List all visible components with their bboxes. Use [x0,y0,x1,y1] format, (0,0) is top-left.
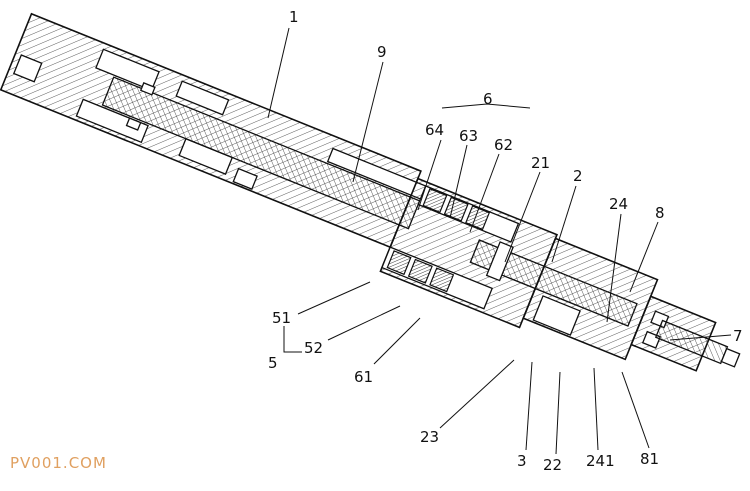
label-63: 63 [459,127,478,145]
leader-21 [504,171,541,263]
cavity-top-1 [95,48,160,92]
leader-63 [449,144,468,219]
bracket-6 [441,103,531,109]
bearing-52 [407,258,433,284]
label-2: 2 [573,167,583,185]
leader-23 [439,359,515,429]
leader-22 [555,371,561,455]
label-81: 81 [640,450,659,468]
leader-3 [525,361,533,451]
insert-c [232,167,258,190]
bearing-64 [422,188,448,214]
label-8: 8 [655,204,665,222]
label-22: 22 [543,456,562,474]
assembly [0,12,741,372]
label-23: 23 [420,428,439,446]
label-64: 64 [425,121,444,139]
bearing-51 [386,250,412,276]
bracket-5 [283,326,302,353]
label-6: 6 [483,90,493,108]
leader-64 [417,139,442,211]
watermark: PV001.COM [10,454,107,472]
label-3: 3 [517,452,527,470]
label-21: 21 [531,154,550,172]
part-labels: 1 9 6 64 63 62 21 2 24 8 7 51 52 5 61 23… [268,8,743,474]
leader-52 [327,305,401,341]
pocket-23 [532,295,581,336]
insert-a [139,82,156,96]
leader-7 [669,334,732,341]
cavity-bottom-1 [75,98,149,144]
leader-9 [352,61,384,183]
leader-241 [593,367,599,451]
leader-1 [267,27,290,119]
spacer-21 [485,241,514,282]
leader-62 [469,153,500,233]
cavity-top-2 [175,80,230,116]
label-51: 51 [272,309,291,327]
label-5: 5 [268,354,278,372]
label-24: 24 [609,195,628,213]
label-1: 1 [289,8,299,26]
leader-61 [373,317,421,365]
tip-end [720,347,741,368]
leader-2 [551,185,577,263]
end-notch [12,54,43,83]
leader-81 [621,371,650,449]
bearing-61 [429,267,455,293]
label-62: 62 [494,136,513,154]
label-61: 61 [354,368,373,386]
label-52: 52 [304,339,323,357]
leader-8 [629,221,659,293]
label-7: 7 [733,327,743,345]
bearing-62 [465,205,491,231]
leader-lines [267,27,732,455]
label-241: 241 [586,452,615,470]
label-9: 9 [377,43,387,61]
insert-b [125,117,142,131]
leader-51 [297,281,371,315]
leader-24 [606,213,622,323]
